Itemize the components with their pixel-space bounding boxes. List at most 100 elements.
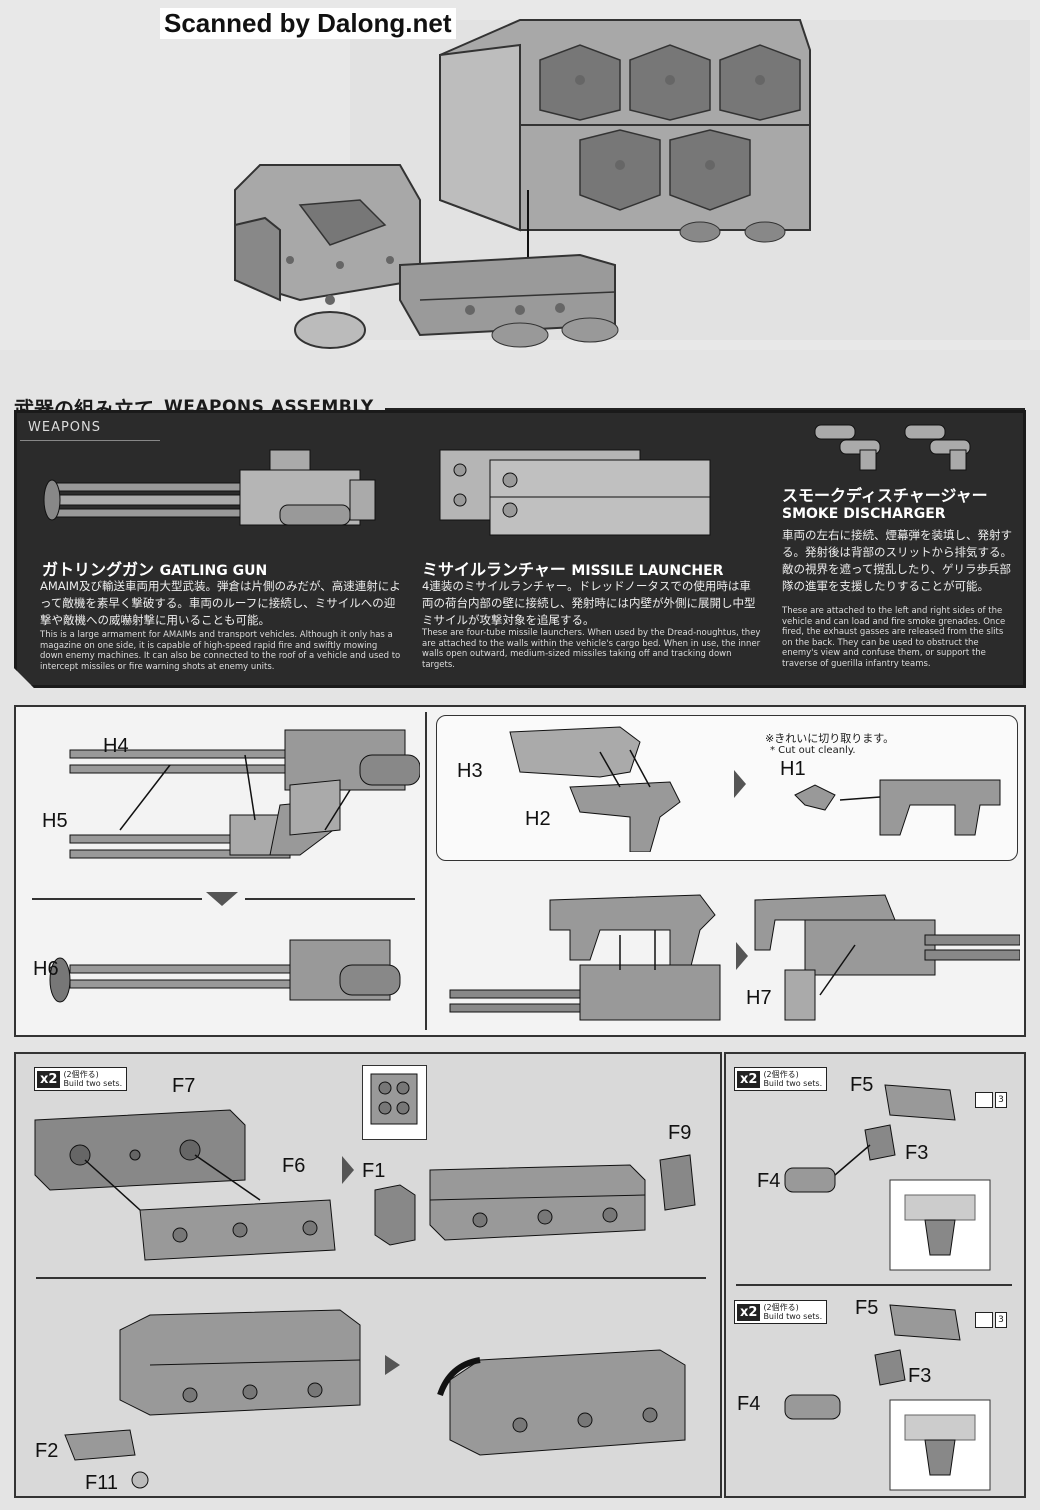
smoke-discharger-image — [814, 424, 971, 471]
part-label-h6: H6 — [33, 958, 59, 981]
step-divider-left-b — [245, 898, 415, 900]
smoke-step-divider — [736, 1284, 1012, 1286]
cut-gate-indicator: 3 — [975, 1312, 1007, 1328]
gatling-handle-parts-diagram — [509, 726, 681, 852]
x2-text: (2個作る) Build two sets. — [763, 1070, 822, 1088]
part-label-h5: H5 — [42, 810, 68, 833]
nipper-icon — [975, 1312, 993, 1328]
cut-gate-indicator: 3 — [975, 1092, 1007, 1108]
part-label-h4: H4 — [103, 735, 129, 758]
part-f11: F11 — [85, 1472, 118, 1494]
part-f2: F2 — [35, 1440, 59, 1462]
gatling-name-en: GATLING GUN — [159, 563, 268, 579]
x2-text-en: Build two sets. — [763, 1079, 823, 1088]
smoke-title: スモークディスチャージャー SMOKE DISCHARGER — [782, 482, 1012, 522]
part-label-f3: F3 — [908, 1365, 931, 1388]
gatling-handle-complete-diagram — [794, 779, 1001, 836]
x2-label: x2 — [737, 1303, 761, 1321]
missile-name-en: MISSILE LAUNCHER — [571, 563, 724, 579]
part-f1: F1 — [362, 1160, 386, 1182]
part-h2: H2 — [525, 808, 551, 830]
x2-text-jp: (2個作る) — [763, 1070, 799, 1079]
header-divider — [385, 408, 1025, 410]
part-f7: F7 — [172, 1075, 196, 1097]
cut-count: 3 — [995, 1092, 1007, 1108]
cut-count: 3 — [995, 1312, 1007, 1328]
part-h6: H6 — [33, 958, 59, 980]
part-f4: F4 — [757, 1170, 781, 1192]
part-h1: H1 — [780, 758, 806, 780]
part-label-f2: F2 — [35, 1440, 58, 1463]
cut-note-en: * Cut out cleanly. — [770, 745, 856, 756]
missile-halves-diagram — [34, 1109, 336, 1261]
step-divider-vertical — [425, 712, 427, 1030]
gatling-desc-en: This is a large armament for AMAIMs and … — [40, 630, 401, 672]
part-h3: H3 — [457, 760, 483, 782]
weapons-tab-underline — [20, 440, 160, 441]
part-f4: F4 — [737, 1393, 761, 1415]
smoke-desc-en: These are attached to the left and right… — [782, 606, 1006, 669]
cut-note-jp: ※きれいに切り取ります。 — [765, 732, 895, 745]
missile-name-jp: ミサイルランチャー — [422, 560, 566, 579]
missile-desc-jp: 4連装のミサイルランチャー。ドレッドノータスでの使用時は車両の荷台内部の壁に接続… — [422, 579, 756, 627]
part-f3: F3 — [908, 1365, 932, 1387]
x2-label: x2 — [737, 1070, 761, 1088]
part-h7: H7 — [746, 987, 772, 1009]
x2-text: (2個作る) Build two sets. — [63, 1070, 122, 1088]
x2-text-jp: (2個作る) — [763, 1303, 799, 1312]
vehicle-assembly-illustration — [0, 0, 1040, 350]
gatling-desc-jp: AMAIM及び輸送車両用大型武装。弾倉は片側のみだが、高速連射によって敵機を素早… — [40, 579, 401, 627]
missile-launcher-complete-diagram — [64, 1309, 686, 1489]
smoke-name-en: SMOKE DISCHARGER — [782, 506, 946, 522]
build-two-sets-badge: x2 (2個作る) Build two sets. — [34, 1067, 128, 1091]
part-f5: F5 — [855, 1297, 879, 1319]
part-label-f3: F3 — [905, 1142, 928, 1165]
gatling-handle-attach-diagram — [449, 894, 721, 1021]
part-f5: F5 — [850, 1074, 874, 1096]
vehicle-cargo-diagram — [234, 19, 1030, 349]
missile-step-divider — [36, 1277, 706, 1279]
arrow-right-icon — [736, 942, 748, 970]
part-label-f5: F5 — [850, 1074, 873, 1097]
part-label-f9: F9 — [668, 1122, 691, 1145]
part-h4: H4 — [103, 735, 129, 757]
part-h5: H5 — [42, 810, 68, 832]
part-label-f5: F5 — [855, 1297, 878, 1320]
part-label-f7: F7 — [172, 1075, 195, 1098]
weapons-tab-label: WEAPONS — [28, 420, 102, 435]
gatling-complete-diagram — [754, 894, 1020, 1021]
smoke-desc-jp: 車両の左右に接続、煙幕弾を装填し、発射する。発射後は背部のスリットから排気する。… — [782, 528, 1012, 593]
scan-watermark: Scanned by Dalong.net — [160, 8, 456, 39]
part-label-f4: F4 — [737, 1393, 760, 1416]
x2-text-en: Build two sets. — [763, 1312, 823, 1321]
part-label-h2: H2 — [525, 808, 551, 831]
part-f6: F6 — [282, 1155, 306, 1177]
part-label-f11: F11 — [85, 1472, 118, 1495]
part-f3: F3 — [905, 1142, 929, 1164]
x2-text-jp: (2個作る) — [63, 1070, 99, 1079]
x2-text: (2個作る) Build two sets. — [763, 1303, 822, 1321]
gatling-barrel-diagram — [69, 729, 420, 859]
build-two-sets-badge: x2 (2個作る) Build two sets. — [734, 1067, 828, 1091]
part-f9: F9 — [668, 1122, 692, 1144]
f1-detail-inset — [362, 1065, 427, 1140]
part-label-h7: H7 — [746, 987, 772, 1010]
x2-label: x2 — [37, 1070, 61, 1088]
f1-front-view — [370, 1073, 418, 1125]
gatling-barrel-assembled-diagram — [49, 939, 401, 1003]
gatling-gun-image — [43, 449, 376, 526]
step-divider-left-a — [32, 898, 202, 900]
smoke-discharger-lower-diagram — [784, 1304, 991, 1491]
part-label-f1: F1 — [362, 1160, 385, 1183]
part-label-h3: H3 — [457, 760, 483, 783]
nipper-icon — [975, 1092, 993, 1108]
build-two-sets-badge: x2 (2個作る) Build two sets. — [734, 1300, 828, 1324]
part-label-f6: F6 — [282, 1155, 305, 1178]
gatling-name-jp: ガトリングガン — [42, 560, 155, 579]
missile-launcher-image — [439, 449, 711, 536]
missile-desc-en: These are four-tube missile launchers. W… — [422, 628, 761, 670]
smoke-discharger-upper-diagram — [784, 1084, 991, 1271]
arrow-right-icon — [342, 1156, 354, 1184]
gatling-title: ガトリングガン GATLING GUN — [42, 556, 267, 580]
part-label-h1: H1 — [780, 758, 806, 781]
